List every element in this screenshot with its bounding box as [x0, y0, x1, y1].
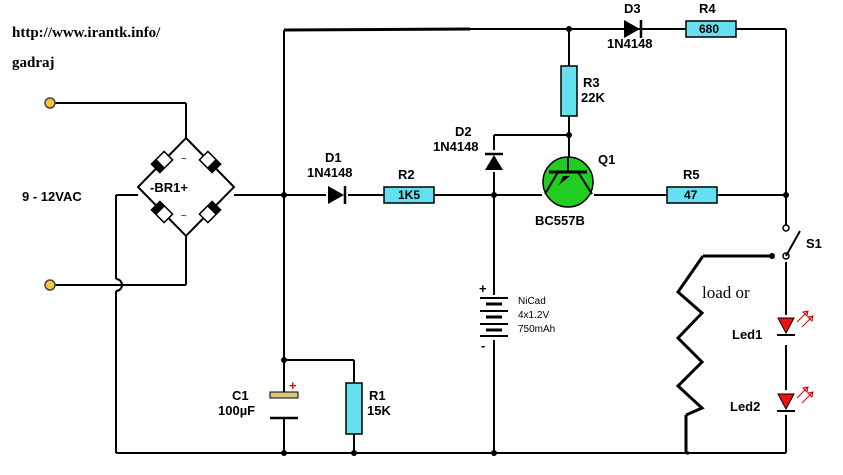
d1-part: 1N4148	[307, 165, 353, 180]
source-url: http://www.irantk.info/	[12, 25, 161, 41]
r1-name: R1	[369, 388, 386, 403]
d3-name: D3	[624, 1, 641, 16]
author-name: gadraj	[12, 55, 55, 71]
bridge-label: -BR1+	[150, 180, 188, 195]
switch-s1[interactable]	[769, 224, 801, 260]
r2-value: 1K5	[398, 188, 420, 202]
r4-name: R4	[699, 1, 716, 16]
battery-plus: +	[479, 281, 487, 296]
diode-d3	[624, 20, 643, 38]
c1-name: C1	[232, 388, 249, 403]
led1-name: Led1	[732, 327, 762, 342]
battery-minus: -	[481, 338, 485, 353]
supply-label: 9 - 12VAC	[22, 189, 82, 204]
d2-name: D2	[455, 124, 472, 139]
junction-nodes	[281, 26, 789, 456]
svg-text:~: ~	[181, 211, 187, 222]
r3-value: 22K	[581, 90, 605, 105]
resistor-r3	[560, 65, 578, 117]
led2-name: Led2	[730, 399, 760, 414]
diode-d2	[485, 152, 503, 170]
r5-value: 47	[684, 188, 698, 202]
resistor-r1	[345, 382, 363, 435]
resistor-r2	[383, 186, 435, 204]
q1-part: BC557B	[535, 213, 585, 228]
ac-terminal-bottom[interactable]	[44, 279, 56, 291]
c1-value: 100µF	[218, 403, 255, 418]
load-label: load or	[702, 283, 750, 302]
led-1	[777, 310, 814, 336]
capacitor-c1	[269, 391, 299, 420]
d2-part: 1N4148	[433, 139, 479, 154]
resistor-r5	[666, 186, 718, 204]
transistor-q1	[542, 156, 594, 208]
r3-name: R3	[583, 75, 600, 90]
bridge-rectifier: ~ ~ -BR1+	[136, 136, 236, 238]
led-2	[777, 386, 814, 412]
diode-d1	[328, 186, 347, 204]
load-resistor	[675, 255, 705, 417]
r5-name: R5	[683, 167, 700, 182]
d3-part: 1N4148	[607, 36, 653, 51]
battery-chem: NiCad	[518, 296, 546, 307]
r1-value: 15K	[367, 403, 391, 418]
r4-value: 680	[699, 22, 719, 36]
battery-capacity: 750mAh	[518, 324, 555, 335]
d1-name: D1	[325, 150, 342, 165]
battery-config: 4x1.2V	[518, 310, 549, 321]
c1-plus: +	[289, 378, 297, 393]
ac-terminal-top[interactable]	[44, 97, 56, 109]
wiring	[50, 27, 787, 455]
s1-name: S1	[806, 236, 822, 251]
svg-text:~: ~	[181, 154, 187, 165]
resistor-r4	[685, 20, 737, 38]
q1-name: Q1	[598, 152, 615, 167]
battery-nicad	[480, 297, 508, 337]
r2-name: R2	[398, 167, 415, 182]
